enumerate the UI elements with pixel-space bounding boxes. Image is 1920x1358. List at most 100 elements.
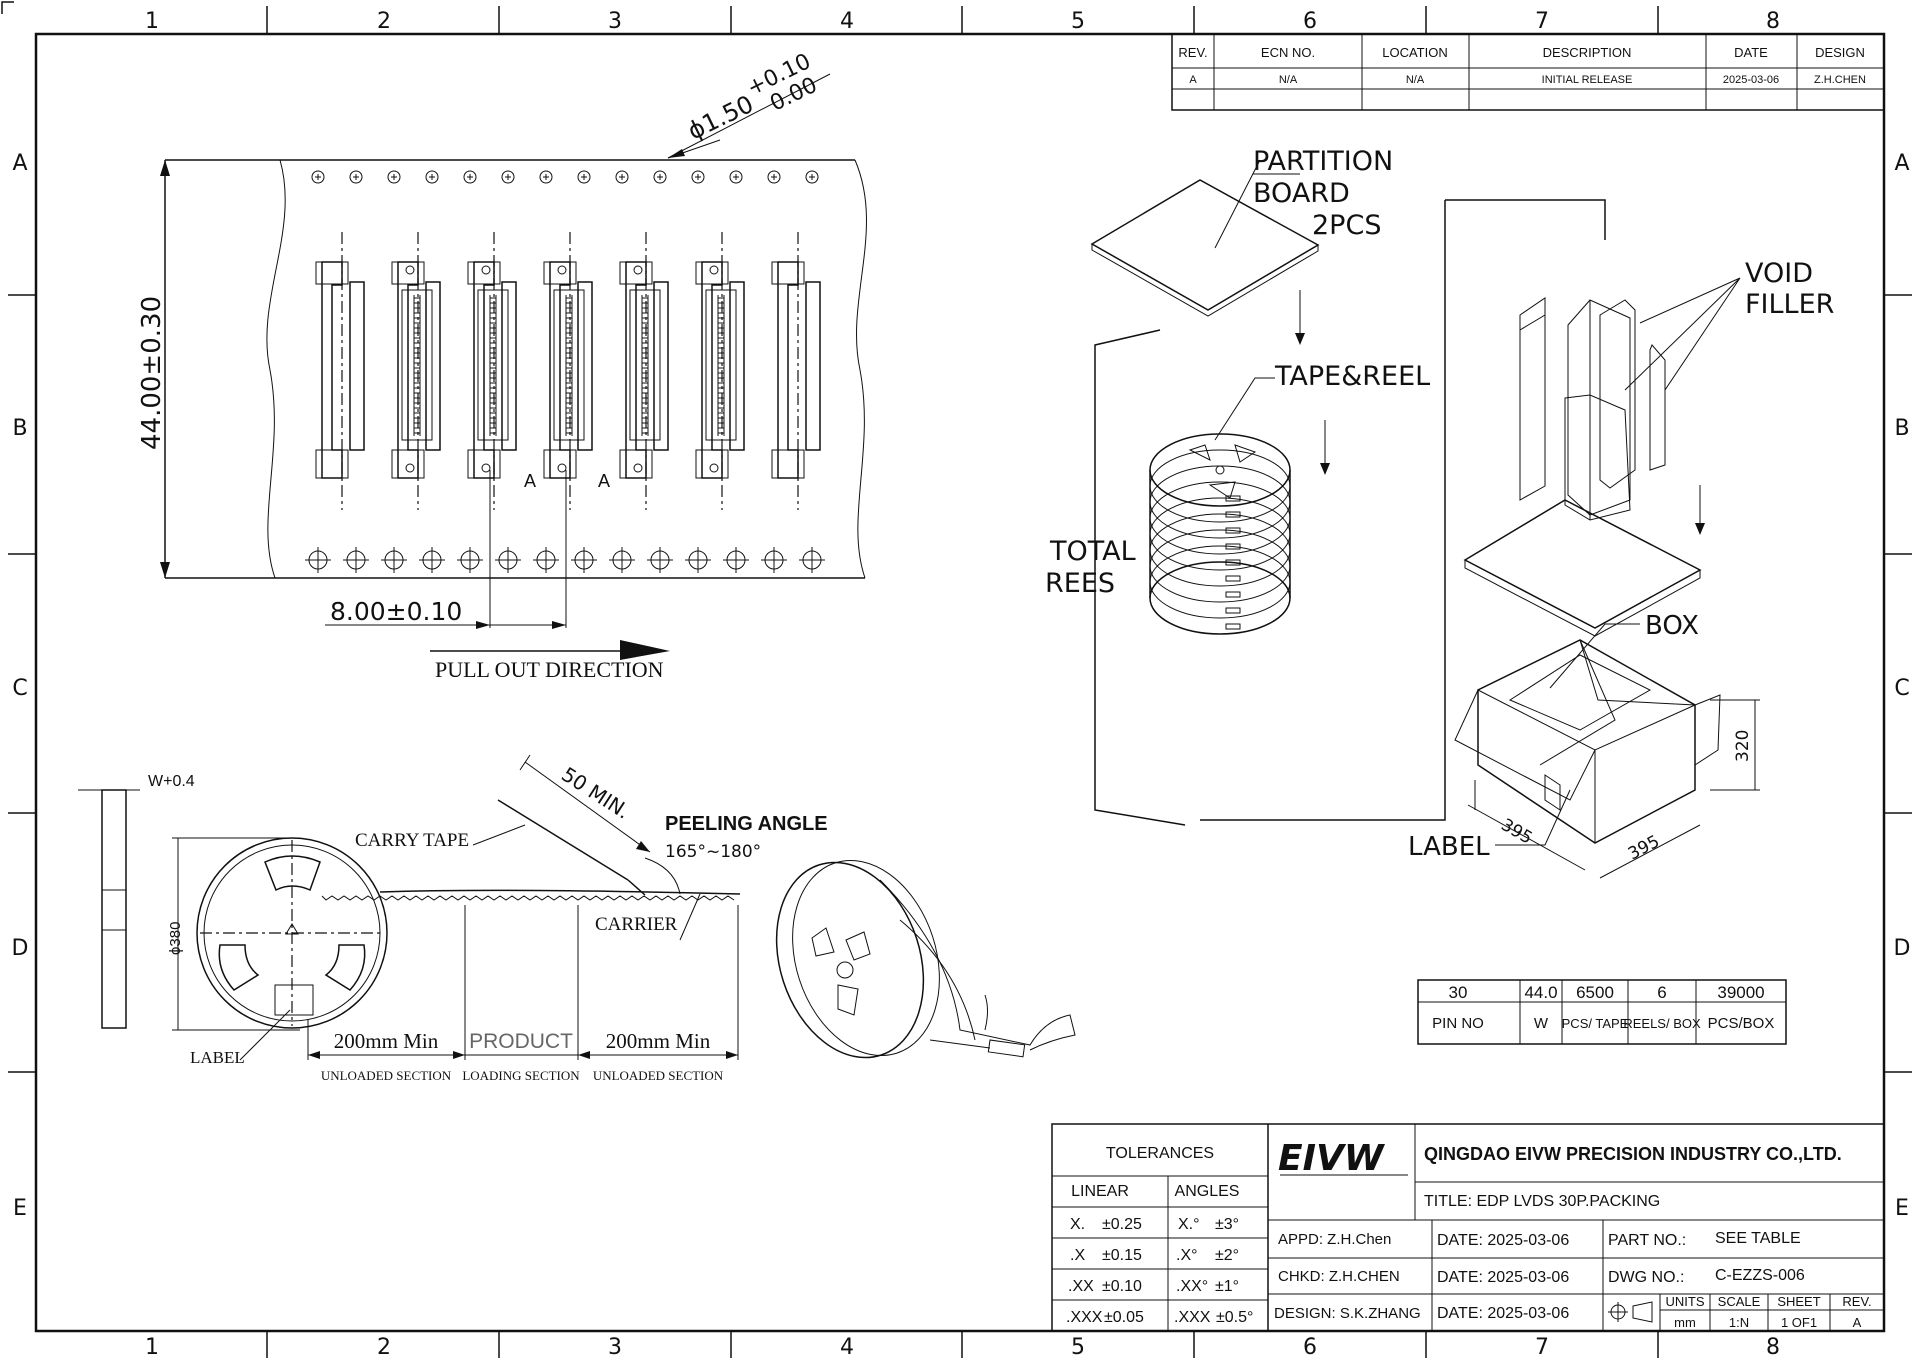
zone-col-5-bottom: 5 <box>1071 1335 1085 1358</box>
zone-row-b-right: B <box>1894 416 1909 441</box>
units-header: UNITS <box>1666 1294 1705 1309</box>
down-arrow-icon <box>1295 333 1305 345</box>
rev-header-description: DESCRIPTION <box>1543 45 1632 60</box>
zone-col-6: 6 <box>1303 9 1317 34</box>
sprocket-hole <box>387 170 401 184</box>
lin-row-4-key: .XXX <box>1066 1309 1103 1326</box>
sprocket-hole <box>463 170 477 184</box>
reel-diameter-label: ϕ380 <box>167 922 184 955</box>
section-2-length: PRODUCT <box>469 1030 573 1053</box>
connector-pocket <box>543 232 593 510</box>
sprocket-hole <box>805 170 819 184</box>
fifty-min-label: 50 MIN. <box>557 762 634 824</box>
total-reels-label-1: TOTAL <box>1049 536 1136 567</box>
height-dimension: 44.00±0.30 <box>137 296 167 450</box>
connector-pocket <box>467 232 517 510</box>
ang-row-3-key: .XX° <box>1176 1278 1208 1295</box>
designed-by: DESIGN: S.K.ZHANG <box>1274 1305 1421 1322</box>
sprocket-hole <box>539 170 553 184</box>
ang-row-3-val: ±1° <box>1215 1278 1239 1295</box>
rev-cell-design: Z.H.CHEN <box>1814 74 1866 86</box>
checked-date: DATE: 2025-03-06 <box>1437 1269 1569 1286</box>
pull-out-direction: PULL OUT DIRECTION <box>435 657 664 682</box>
sprocket-hole <box>691 170 705 184</box>
zone-col-7-bottom: 7 <box>1535 1335 1549 1358</box>
corner-mark <box>1 1 14 14</box>
zone-row-a: A <box>12 151 27 176</box>
qty-pcs-tape: 6500 <box>1576 983 1614 1002</box>
stacked-reel <box>1149 449 1291 523</box>
box-width-dim-1: 395 <box>1498 815 1536 849</box>
carrier-label: CARRIER <box>595 914 678 935</box>
peeling-angle-title: PEELING ANGLE <box>665 813 828 835</box>
ang-row-2-key: .X° <box>1176 1247 1198 1264</box>
pitch-dimension: 8.00±0.10 <box>330 597 462 626</box>
reel-front <box>196 837 388 1029</box>
part-no-label: PART NO.: <box>1608 1232 1686 1249</box>
stacked-reel <box>1149 513 1291 587</box>
checked-by: CHKD: Z.H.CHEN <box>1278 1268 1400 1285</box>
box-height-dim: 320 <box>1733 730 1753 762</box>
approved-date: DATE: 2025-03-06 <box>1437 1232 1569 1249</box>
zone-row-a-right: A <box>1894 151 1909 176</box>
rev-cell-ecn: N/A <box>1279 74 1298 86</box>
sprocket-hole <box>653 170 667 184</box>
lin-row-1-val: ±0.25 <box>1102 1216 1142 1233</box>
lin-row-2-key: .X <box>1070 1247 1085 1264</box>
sprocket-hole <box>311 170 325 184</box>
partition-label-3: 2PCS <box>1312 210 1381 241</box>
void-filler-label-1: VOID <box>1745 258 1813 289</box>
section-mark-a1: A <box>524 471 536 491</box>
section-3-length: 200mm Min <box>606 1029 711 1053</box>
qty-pcs-box: 39000 <box>1717 983 1764 1002</box>
dwg-no-value: C-EZZS-006 <box>1715 1267 1805 1284</box>
tape-reel-label: TAPE&REEL <box>1274 361 1430 392</box>
qty-header-pcs-tape: PCS/ TAPE <box>1562 1016 1629 1031</box>
zone-labels: 1 2 3 4 5 6 7 8 1 2 3 4 5 6 7 8 A B C D … <box>12 9 1911 1358</box>
title-block: TOLERANCES LINEAR ANGLES X. ±0.25 .X ±0.… <box>1051 1123 1885 1332</box>
qty-header-pin-no: PIN NO <box>1432 1015 1484 1032</box>
zone-ticks <box>8 6 1912 1358</box>
pull-arrow-icon <box>620 640 670 660</box>
stacked-reel <box>1149 497 1291 571</box>
lin-row-4-val: ±0.05 <box>1104 1309 1144 1326</box>
approved-by: APPD: Z.H.Chen <box>1278 1231 1391 1248</box>
zone-row-b: B <box>12 416 27 441</box>
connector-pocket <box>391 232 441 510</box>
stacked-reel <box>1149 481 1291 555</box>
rev-header-location: LOCATION <box>1382 45 1448 60</box>
box-side-label: LABEL <box>1408 832 1490 862</box>
box-width-dim-2: 395 <box>1625 832 1663 865</box>
revision-table: REV. ECN NO. LOCATION DESCRIPTION DATE D… <box>1171 33 1885 111</box>
rev-header-rev: REV. <box>1178 45 1207 60</box>
packing-view: PARTITION BOARD 2PCS TOTAL REES TAPE&REE… <box>1045 146 1834 879</box>
drawing-title: TITLE: EDP LVDS 30P.PACKING <box>1424 1193 1660 1210</box>
down-arrow-icon-2 <box>1320 463 1330 475</box>
lin-row-3-val: ±0.10 <box>1102 1278 1142 1295</box>
linear-header: LINEAR <box>1071 1183 1129 1200</box>
partition-label-1: PARTITION <box>1253 146 1393 177</box>
qty-header-reels-box: REELS/ BOX <box>1623 1016 1701 1031</box>
reel-window-2 <box>218 944 260 991</box>
reel-window-3 <box>324 944 366 991</box>
connector-pocket <box>315 232 365 510</box>
qty-header-pcs-box: PCS/BOX <box>1708 1015 1775 1032</box>
rev-cell-description: INITIAL RELEASE <box>1542 74 1633 86</box>
company-name: QINGDAO EIVW PRECISION INDUSTRY CO.,LTD. <box>1424 1144 1842 1164</box>
zone-col-2-bottom: 2 <box>377 1335 391 1358</box>
zone-col-4-bottom: 4 <box>840 1335 854 1358</box>
rev-header-ecn: ECN NO. <box>1261 45 1315 60</box>
zone-col-1-bottom: 1 <box>145 1335 159 1358</box>
void-filler-label-2: FILLER <box>1745 289 1834 320</box>
drawing-border <box>34 32 1886 1333</box>
peeling-angle-range: 165°~180° <box>665 842 761 862</box>
zone-col-8: 8 <box>1766 9 1780 34</box>
sprocket-hole <box>577 170 591 184</box>
qty-reels-box: 6 <box>1657 983 1666 1002</box>
designed-date: DATE: 2025-03-06 <box>1437 1305 1569 1322</box>
sheet-header: SHEET <box>1777 1294 1820 1309</box>
reel-label-area <box>274 984 314 1016</box>
zone-col-2: 2 <box>377 9 391 34</box>
company-logo: EIVW <box>1278 1138 1386 1179</box>
angles-header: ANGLES <box>1175 1183 1240 1200</box>
